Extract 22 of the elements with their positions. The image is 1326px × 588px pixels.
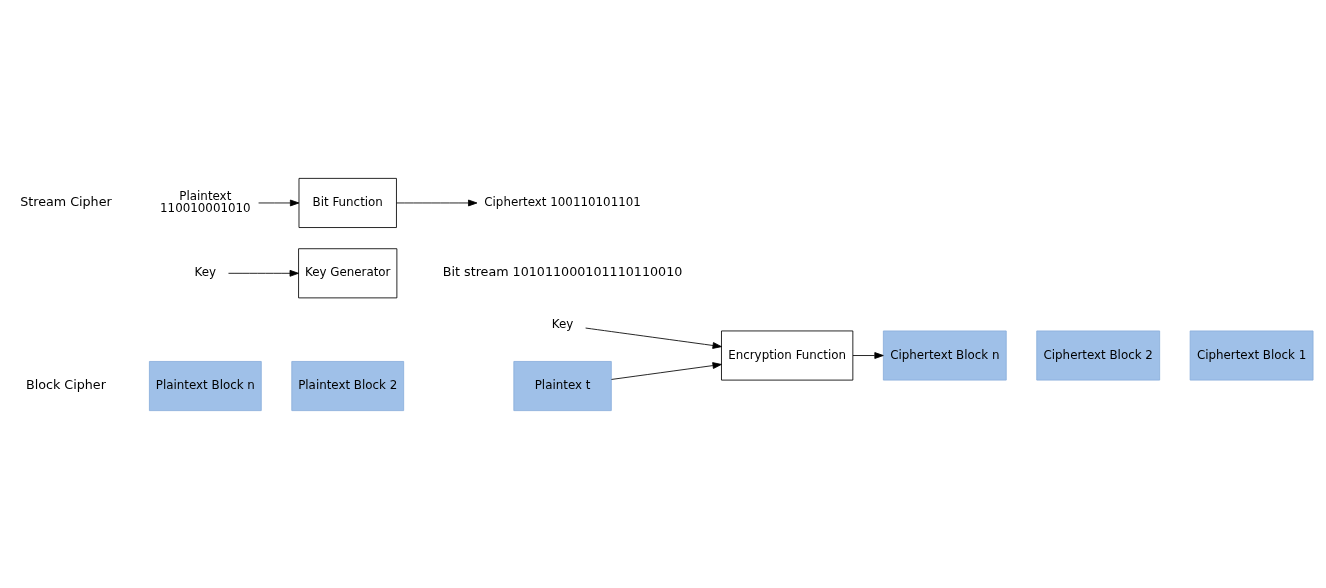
node-box: Plaintext Block 2 xyxy=(291,360,405,411)
node-text: Plaintext 110010001010 xyxy=(160,188,251,215)
arrow xyxy=(852,351,884,359)
node-box: Bit Function xyxy=(298,177,397,228)
node-box: Ciphertext Block 2 xyxy=(1036,330,1161,381)
label: Block Cipher xyxy=(25,376,106,392)
arrow xyxy=(258,199,300,206)
arrow xyxy=(611,361,722,380)
arrow xyxy=(396,199,478,206)
node-box: Ciphertext Block n xyxy=(882,330,1007,381)
arrow xyxy=(228,269,299,277)
arrow xyxy=(585,327,722,349)
node-box: Ciphertext Block 1 xyxy=(1189,330,1314,381)
label: Stream Cipher xyxy=(20,193,112,209)
node-box: Encryption Function xyxy=(721,330,854,381)
node-text: Key xyxy=(551,316,574,331)
node-box: Plaintex t xyxy=(513,360,612,411)
label: Bit stream 101011000101110110010 xyxy=(442,263,683,279)
node-box: Key Generator xyxy=(298,247,398,298)
node-box: Plaintext Block n xyxy=(148,360,262,411)
node-text: Ciphertext 100110101101 xyxy=(484,194,641,209)
node-text: Key xyxy=(194,264,217,279)
